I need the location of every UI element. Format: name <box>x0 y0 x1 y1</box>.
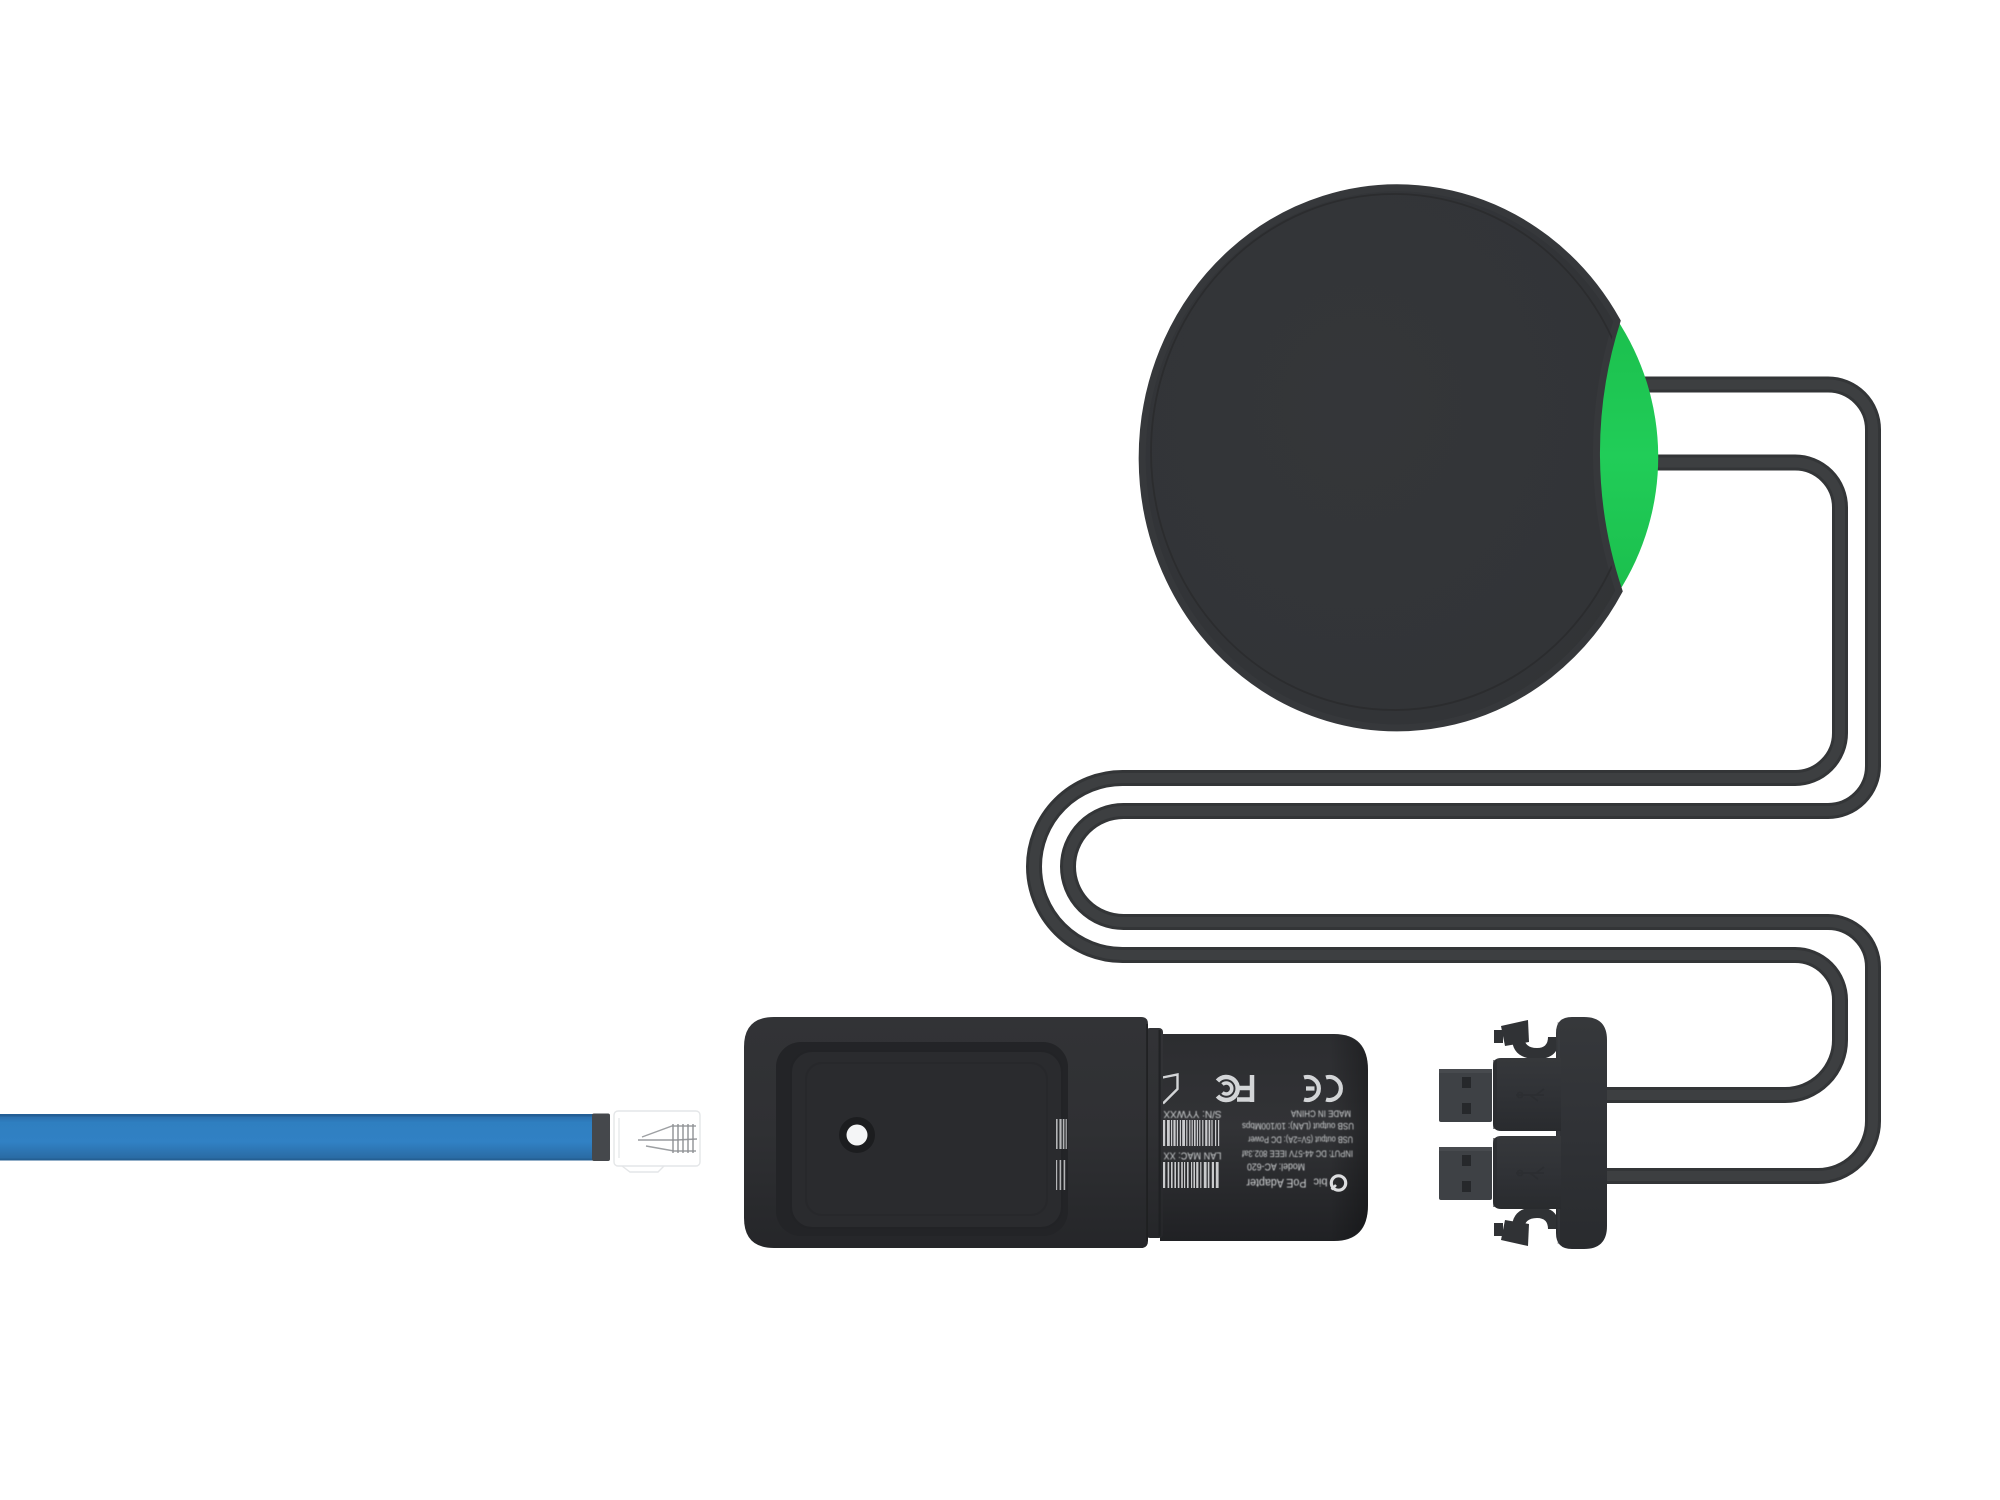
svg-text:MADE IN CHINA: MADE IN CHINA <box>1290 1107 1351 1118</box>
svg-text:PoE Adapter: PoE Adapter <box>1246 1176 1306 1188</box>
svg-text:Model: AC-620: Model: AC-620 <box>1247 1160 1305 1171</box>
svg-text:LAN MAC: XX: LAN MAC: XX <box>1163 1149 1221 1160</box>
svg-text:INPUT: DC 44-57V IEEE 802.3af: INPUT: DC 44-57V IEEE 802.3af <box>1242 1147 1353 1158</box>
svg-text:USB output (5V=2A): DC Power: USB output (5V=2A): DC Power <box>1248 1133 1353 1144</box>
svg-text:bic: bic <box>1313 1176 1328 1188</box>
svg-text:USB output (LAN): 10/100Mbps: USB output (LAN): 10/100Mbps <box>1242 1120 1354 1131</box>
svg-text:S/N: YYWXX: S/N: YYWXX <box>1163 1108 1221 1119</box>
